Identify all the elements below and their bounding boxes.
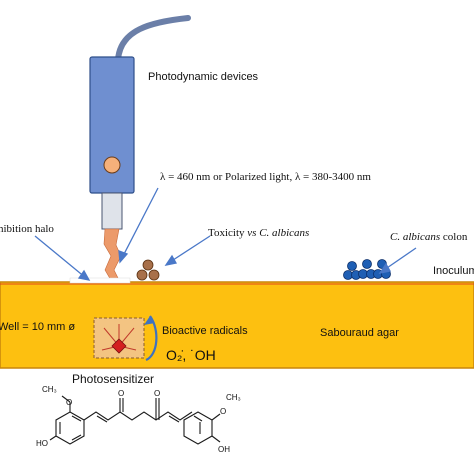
mol-o-left: O <box>66 398 72 407</box>
label-photodynamic-devices: Photodynamic devices <box>148 71 259 83</box>
colony-arrow <box>383 247 417 271</box>
label-radical-species: O₂̇, ˙OH <box>166 347 216 363</box>
device-tip <box>101 192 123 230</box>
label-wavelength: λ = 460 nm or Polarized light, λ = 380-3… <box>160 171 371 183</box>
mol-ch3-left: CH₃ <box>42 385 57 394</box>
label-well: Well = 10 mm ø <box>0 321 75 333</box>
mol-ch3-right: CH₃ <box>226 393 241 402</box>
label-bioactive-radicals: Bioactive radicals <box>162 325 248 337</box>
radical-release-arrowhead <box>144 316 155 325</box>
label-inoculum: Inoculum <box>433 265 474 277</box>
halo-arrow <box>34 235 87 279</box>
toxicity-arrow <box>169 235 211 263</box>
mol-o-right: O <box>220 407 226 416</box>
inhibition-halo-zone <box>69 277 131 284</box>
annotation-arrows <box>34 187 417 281</box>
label-toxicity: Toxicity vs C. albicans <box>208 227 309 239</box>
mol-ho-left: HO <box>36 439 48 448</box>
device-indicator-light <box>103 156 121 174</box>
c-albicans-colony-inoculum <box>343 259 391 280</box>
mol-o-ketone-2: O <box>154 389 160 398</box>
wavelength-arrow <box>121 187 159 259</box>
mol-o-ketone-1: O <box>118 389 124 398</box>
c-albicans-colony-toxicity <box>136 259 160 281</box>
label-sabouraud-agar: Sabouraud agar <box>320 327 399 339</box>
curcumin-structure <box>49 395 221 445</box>
label-colony: C. albicans colon <box>390 231 468 243</box>
sabouraud-agar-plate <box>0 281 474 369</box>
label-inhibition-halo: hibition halo <box>0 223 54 235</box>
label-photosensitizer: Photosensitizer <box>72 372 154 386</box>
mol-oh-right: OH <box>218 445 230 454</box>
device-cable <box>115 15 191 63</box>
photosensitizer-crystal <box>111 338 127 354</box>
